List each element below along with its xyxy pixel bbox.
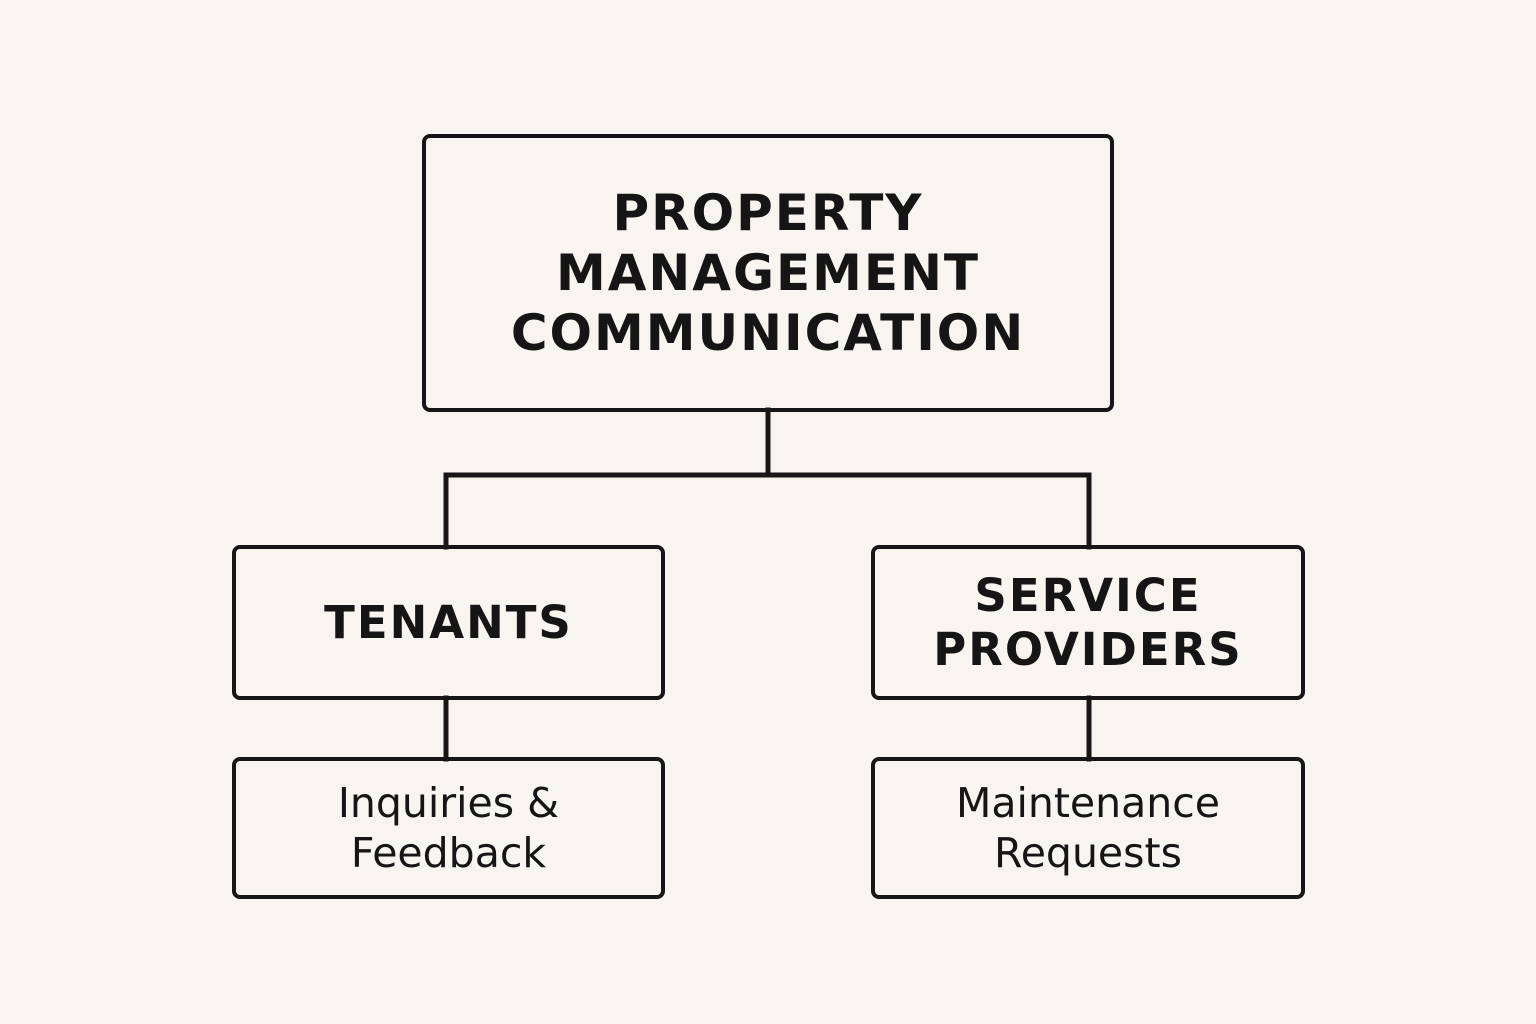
node-root-line-1: PROPERTY (612, 184, 924, 242)
node-service-providers-line-1: SERVICE (974, 568, 1202, 622)
node-service-providers: SERVICE PROVIDERS (871, 545, 1305, 700)
node-inquiries-feedback: Inquiries & Feedback (232, 757, 665, 899)
node-root-line-3: COMMUNICATION (510, 304, 1026, 362)
node-tenants: TENANTS (232, 545, 665, 700)
node-maintenance-requests: Maintenance Requests (871, 757, 1305, 899)
node-inquiries-line-1: Inquiries & (337, 779, 560, 827)
node-maintenance-line-1: Maintenance (955, 779, 1221, 827)
node-property-management-communication: PROPERTY MANAGEMENT COMMUNICATION (422, 134, 1114, 412)
node-inquiries-line-2: Feedback (350, 829, 547, 877)
node-root-line-2: MANAGEMENT (555, 244, 981, 302)
node-service-providers-line-2: PROVIDERS (933, 622, 1243, 676)
node-maintenance-line-2: Requests (994, 829, 1182, 877)
node-tenants-label: TENANTS (324, 595, 573, 649)
